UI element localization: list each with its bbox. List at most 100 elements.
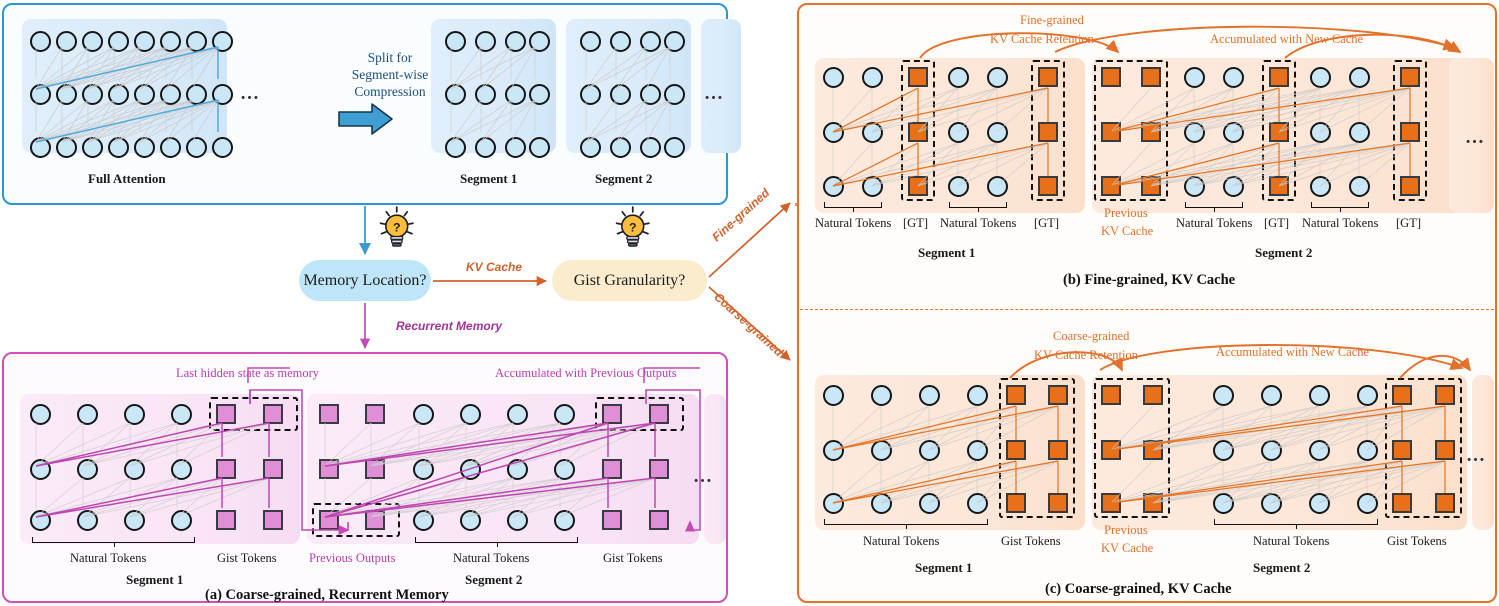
panel-a-ellipsis: … <box>693 466 714 487</box>
panel-c-seg1-title: Segment 1 <box>915 560 973 575</box>
gist-token-square <box>216 459 236 479</box>
panel-b-seg1-gt1-highlight <box>901 60 935 201</box>
gist-token-square <box>1006 385 1026 405</box>
panel-b-annotation-left-line2: KV Cache Retention <box>990 32 1094 46</box>
token-circle <box>1310 122 1331 143</box>
token-circle <box>413 459 434 480</box>
token-circle <box>56 31 77 52</box>
panel-b-seg2-nat2-bracket <box>1311 202 1369 212</box>
panel-b-seg2-prevcache-label-line1: Previous <box>1104 206 1148 220</box>
decision-memory-location[interactable]: Memory Location? <box>299 260 431 301</box>
token-circle <box>82 137 103 158</box>
gist-token-square <box>263 459 283 479</box>
token-circle <box>186 137 207 158</box>
panel-b-annotation-right: Accumulated with New Cache <box>1210 32 1364 46</box>
token-circle <box>967 440 988 461</box>
token-circle <box>507 510 528 531</box>
token-circle <box>134 31 155 52</box>
gist-token-square <box>1435 385 1455 405</box>
token-circle <box>186 84 207 105</box>
token-circle <box>580 137 601 158</box>
panel-a-seg2-title: Segment 2 <box>465 572 523 587</box>
decision-gist-granularity[interactable]: Gist Granularity? <box>552 260 707 301</box>
panel-a-seg1-title: Segment 1 <box>126 572 184 587</box>
gist-token-square <box>1048 385 1068 405</box>
token-circle <box>124 510 145 531</box>
panel-a-seg1-gist-label: Gist Tokens <box>217 551 277 565</box>
token-circle <box>1261 385 1282 406</box>
panel-c-segment1-grid <box>815 375 1085 530</box>
split-caption-line2: Segment-wise <box>351 67 429 82</box>
panel-a-seg1-gist-highlight <box>209 397 298 431</box>
panel-b-seg2-gt2-label: [GT] <box>1396 216 1421 230</box>
token-circle <box>30 510 51 531</box>
panel-b-seg1-nat2-bracket <box>949 202 1007 212</box>
panel-c-seg1-natural-bracket <box>824 519 988 529</box>
gist-token-square <box>1038 67 1058 87</box>
split-caption-line3: Compression <box>354 84 426 99</box>
panel-c-seg2-gist-label: Gist Tokens <box>1387 534 1447 548</box>
token-circle <box>1357 493 1378 514</box>
gist-token-square <box>602 510 622 530</box>
panel-a-seg2-gist-highlight <box>595 397 684 431</box>
panel-b-seg1-nat1-label: Natural Tokens <box>815 216 892 230</box>
svg-text:?: ? <box>629 220 637 234</box>
token-circle <box>505 137 526 158</box>
token-circle <box>171 404 192 425</box>
token-circle <box>610 137 631 158</box>
panel-c-next-partial <box>1472 375 1494 530</box>
token-circle <box>160 31 181 52</box>
token-circle <box>30 31 51 52</box>
token-circle <box>1309 493 1330 514</box>
segment-next-partial <box>701 19 741 153</box>
token-circle <box>505 84 526 105</box>
lightbulb-question-icon: ? <box>615 206 650 247</box>
token-circle <box>460 459 481 480</box>
token-circle <box>871 385 892 406</box>
token-circle <box>108 137 129 158</box>
svg-text:?: ? <box>393 220 401 234</box>
token-circle <box>507 404 528 425</box>
token-circle <box>475 137 496 158</box>
panel-c-ellipsis: … <box>1466 445 1487 466</box>
token-circle <box>580 31 601 52</box>
previous-output-square <box>319 404 339 424</box>
panel-c-annotation-left-line2: KV Cache Retention <box>1034 348 1138 362</box>
token-circle <box>529 31 550 52</box>
token-circle <box>460 510 481 531</box>
token-circle <box>987 122 1008 143</box>
full-attention-label: Full Attention <box>88 171 166 186</box>
panel-c-seg2-title: Segment 2 <box>1253 560 1311 575</box>
gist-token-square <box>649 459 669 479</box>
token-circle <box>1213 440 1234 461</box>
token-circle <box>580 84 601 105</box>
previous-kv-cache-square <box>1101 385 1121 405</box>
panel-a-seg2-gist-label: Gist Tokens <box>603 551 663 565</box>
gist-token-square <box>1400 67 1420 87</box>
token-circle <box>108 84 129 105</box>
panel-c-seg2-natural-bracket <box>1214 519 1378 529</box>
token-circle <box>124 459 145 480</box>
panel-b-seg2-title: Segment 2 <box>1255 245 1313 260</box>
token-circle <box>134 137 155 158</box>
panel-a-seg2-natural-bracket <box>415 537 578 547</box>
token-circle <box>948 176 969 197</box>
token-circle <box>1310 176 1331 197</box>
panel-b-seg1-gt1-label: [GT] <box>903 216 928 230</box>
panel-b-seg1-gt2-label: [GT] <box>1034 216 1059 230</box>
token-circle <box>919 440 940 461</box>
decision-gist-granularity-label: Gist Granularity? <box>573 271 686 289</box>
panel-c-seg2-prevcache-label-line2: KV Cache <box>1101 541 1154 555</box>
token-circle <box>1184 67 1205 88</box>
token-circle <box>919 385 940 406</box>
token-circle <box>30 459 51 480</box>
panel-b-seg2-gt1-highlight <box>1262 60 1296 201</box>
token-circle <box>967 493 988 514</box>
token-circle <box>1213 493 1234 514</box>
panel-b-next-partial <box>1449 58 1494 213</box>
token-circle <box>108 31 129 52</box>
panel-b-ellipsis: … <box>1465 127 1486 148</box>
panel-b-seg1-nat1-bracket <box>824 202 882 212</box>
token-circle <box>1223 122 1244 143</box>
